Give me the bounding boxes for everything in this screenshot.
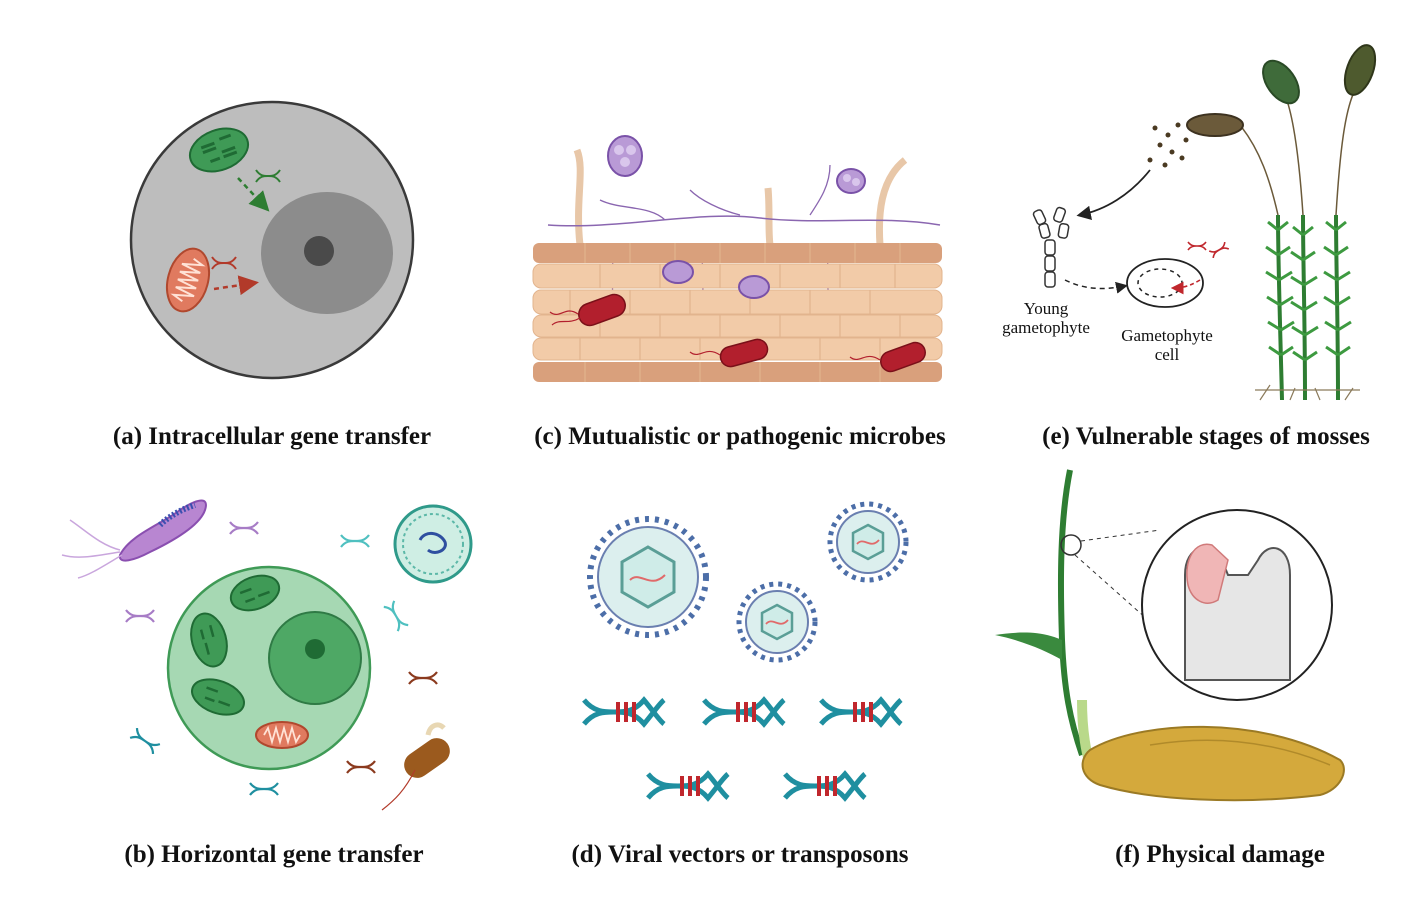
dna-icon <box>211 256 237 270</box>
virus-particle-icon <box>736 581 818 663</box>
chloroplast-icon <box>191 678 245 716</box>
dna-icon <box>129 727 161 755</box>
zoom-marker <box>1060 534 1082 556</box>
mitochondrion-icon <box>255 721 309 749</box>
chloroplast-icon <box>188 127 250 173</box>
spores <box>1147 122 1189 168</box>
mitochondrion-icon <box>165 247 211 313</box>
pathogen-bacterium-icon <box>549 293 626 327</box>
panel-a-caption: (a) Intracellular gene transfer <box>112 423 432 450</box>
dna-icon <box>229 521 259 535</box>
nucleolus <box>304 236 334 266</box>
dna-icon <box>340 534 370 548</box>
transposon-dna-icon <box>646 770 730 802</box>
moss-capsule-icon <box>1186 44 1377 137</box>
panel-e-caption: (e) Vulnerable stages of mosses <box>1042 423 1370 450</box>
chloroplast-icon <box>190 612 228 668</box>
young-gametophyte-label-line2: gametophyte <box>1002 318 1090 337</box>
transposon-dna-icon <box>702 696 786 728</box>
panel-b-illustration <box>61 499 473 811</box>
young-gametophyte-label-line1: Young <box>1023 299 1069 318</box>
panel-f-caption: (f) Physical damage <box>1115 841 1325 868</box>
transfer-arrow-red <box>213 275 259 296</box>
young-gametophyte-label: Young gametophyte <box>1002 299 1090 337</box>
fungal-spore-icon <box>607 135 643 177</box>
panel-c-illustration <box>532 135 943 382</box>
dna-icon <box>1187 241 1207 251</box>
gametophyte-cell-label: Gametophyte cell <box>1121 326 1213 364</box>
spore-to-gametophyte-arrow <box>1076 169 1151 220</box>
panel-f-illustration <box>995 469 1345 802</box>
transposon-dna-icon <box>582 696 666 728</box>
panel-b-caption: (b) Horizontal gene transfer <box>124 841 424 868</box>
fungal-spore-icon <box>662 260 694 284</box>
pathogen-bacterium-icon <box>689 338 769 368</box>
bacterium-purple-icon <box>61 499 207 579</box>
panel-d-caption: (d) Viral vectors or transposons <box>571 841 909 868</box>
dna-entry-arrow <box>1170 279 1201 295</box>
young-gametophyte-icon <box>1032 206 1070 288</box>
bacterium-brown-icon <box>381 722 450 811</box>
cyanobacterium-icon <box>393 504 473 584</box>
zoom-inset <box>1141 509 1333 701</box>
pathogen-bacterium-icon <box>849 341 926 373</box>
gametophyte-cell-label-line1: Gametophyte <box>1121 326 1213 345</box>
virus-particle-icon <box>827 501 909 583</box>
transfer-arrow-green <box>237 177 270 212</box>
seed-icon <box>1081 725 1345 802</box>
moss-plant-icon <box>1239 89 1360 401</box>
transposon-dna-icon <box>783 770 867 802</box>
gametophyte-cell-icon <box>1126 258 1204 308</box>
fungal-spore-icon <box>836 168 866 194</box>
dna-icon <box>255 169 281 183</box>
panel-c-caption: (c) Mutualistic or pathogenic microbes <box>534 423 946 450</box>
panel-a-illustration <box>129 100 415 380</box>
panel-d-illustration <box>582 501 909 802</box>
fungal-spore-icon <box>738 275 770 299</box>
panel-e-illustration <box>1032 44 1377 401</box>
nucleolus <box>305 639 325 659</box>
seedling-leaf <box>995 632 1062 660</box>
dna-icon <box>346 760 376 774</box>
dna-icon <box>125 609 155 623</box>
gametophyte-to-cell-arrow <box>1064 279 1128 294</box>
dna-icon <box>408 671 438 685</box>
gametophyte-cell-label-line2: cell <box>1154 345 1180 364</box>
chloroplast-icon <box>229 574 281 612</box>
seedling-stem <box>1057 469 1085 756</box>
dna-icon <box>249 782 279 796</box>
dna-icon <box>1208 241 1230 259</box>
dna-icon <box>383 600 409 632</box>
transposon-dna-icon <box>819 696 903 728</box>
virus-particle-icon <box>587 516 709 638</box>
